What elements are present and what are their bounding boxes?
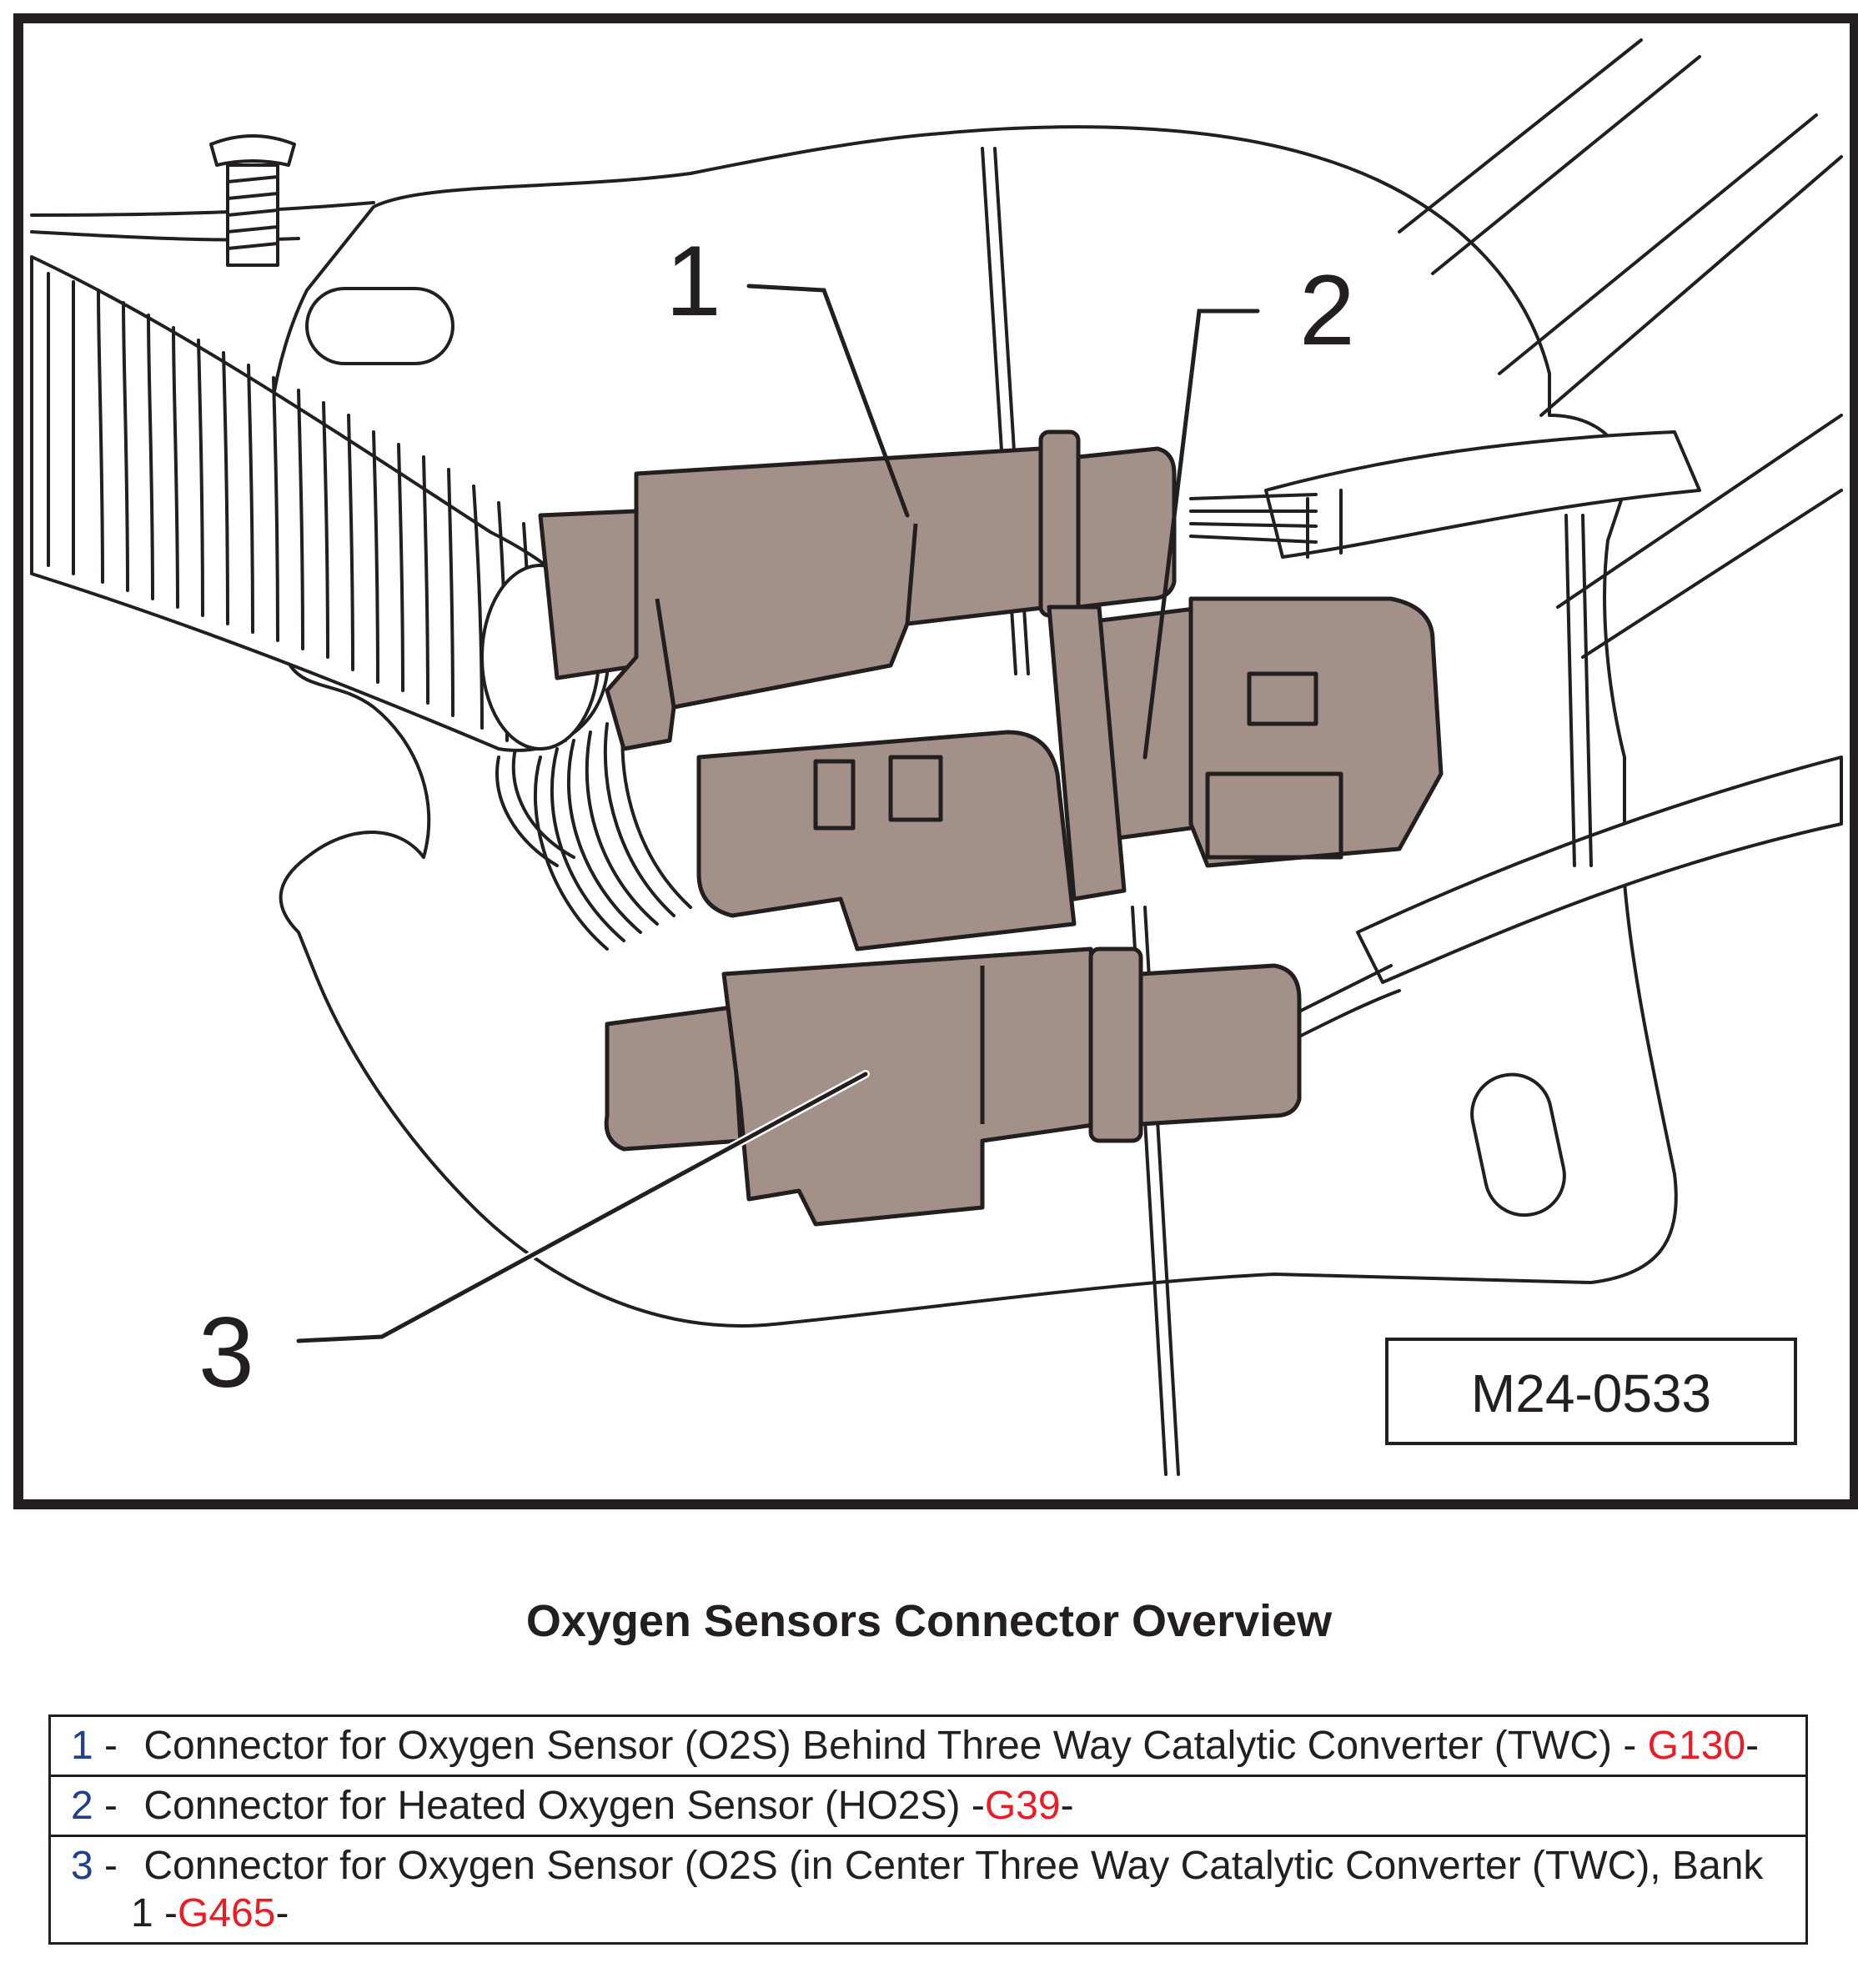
legend-item-text: Connector for Oxygen Sensor (O2S (in Cen… xyxy=(131,1844,1764,1935)
connector-illustration: 1 2 3 M24-0533 xyxy=(30,38,1843,1476)
legend-row: 2 - Connector for Heated Oxygen Sensor (… xyxy=(49,1775,1807,1836)
legend-row: 1 - Connector for Oxygen Sensor (O2S) Be… xyxy=(50,1716,1807,1776)
legend-item-suffix: - xyxy=(1060,1784,1074,1828)
legend-item-separator: - xyxy=(104,1844,118,1888)
legend-item-text: Connector for Oxygen Sensor (O2S) Behind… xyxy=(143,1724,1648,1768)
connector-3 xyxy=(604,946,1302,1227)
connector-2 xyxy=(1047,596,1444,901)
legend-item-suffix: - xyxy=(275,1891,289,1935)
sensor-cable-lower xyxy=(1356,756,1843,984)
reference-code: M24-0533 xyxy=(1471,1363,1711,1423)
leader-line-2 xyxy=(1142,309,1260,760)
bolt-icon xyxy=(209,134,296,267)
legend-item-suffix: - xyxy=(1745,1724,1760,1768)
legend-item-separator: - xyxy=(104,1724,118,1768)
callout-2: 2 xyxy=(1299,254,1355,366)
legend-item-text: Connector for Heated Oxygen Sensor (HO2S… xyxy=(143,1784,985,1828)
slot-hole-right xyxy=(1470,1072,1566,1217)
figure-frame: 1 2 3 M24-0533 xyxy=(13,13,1858,1509)
component-code: G130 xyxy=(1647,1724,1746,1768)
leader-line-1 xyxy=(746,284,910,518)
callout-3: 3 xyxy=(198,1297,254,1408)
reference-code-box xyxy=(1385,1338,1797,1445)
component-code: G465 xyxy=(178,1891,276,1935)
slot-hole-left xyxy=(305,287,454,365)
connector-3-middle xyxy=(696,730,1077,951)
harness-wires xyxy=(495,714,692,951)
body-edge-line xyxy=(30,201,375,217)
sensor-cable-upper xyxy=(1264,430,1701,559)
legend-item-number: 1 xyxy=(71,1724,93,1768)
connector-1 xyxy=(538,429,1177,751)
figure-caption: Oxygen Sensors Connector Overview xyxy=(525,1596,1333,1646)
legend-item-number: 3 xyxy=(71,1844,93,1888)
legend-row: 3 - Connector for Oxygen Sensor (O2S (in… xyxy=(49,1835,1807,1944)
legend-table: 1 - Connector for Oxygen Sensor (O2S) Be… xyxy=(48,1714,1808,1945)
legend-item-number: 2 xyxy=(71,1784,93,1828)
legend-item-separator: - xyxy=(104,1784,118,1828)
callout-1: 1 xyxy=(665,225,721,337)
component-code: G39 xyxy=(984,1784,1061,1828)
